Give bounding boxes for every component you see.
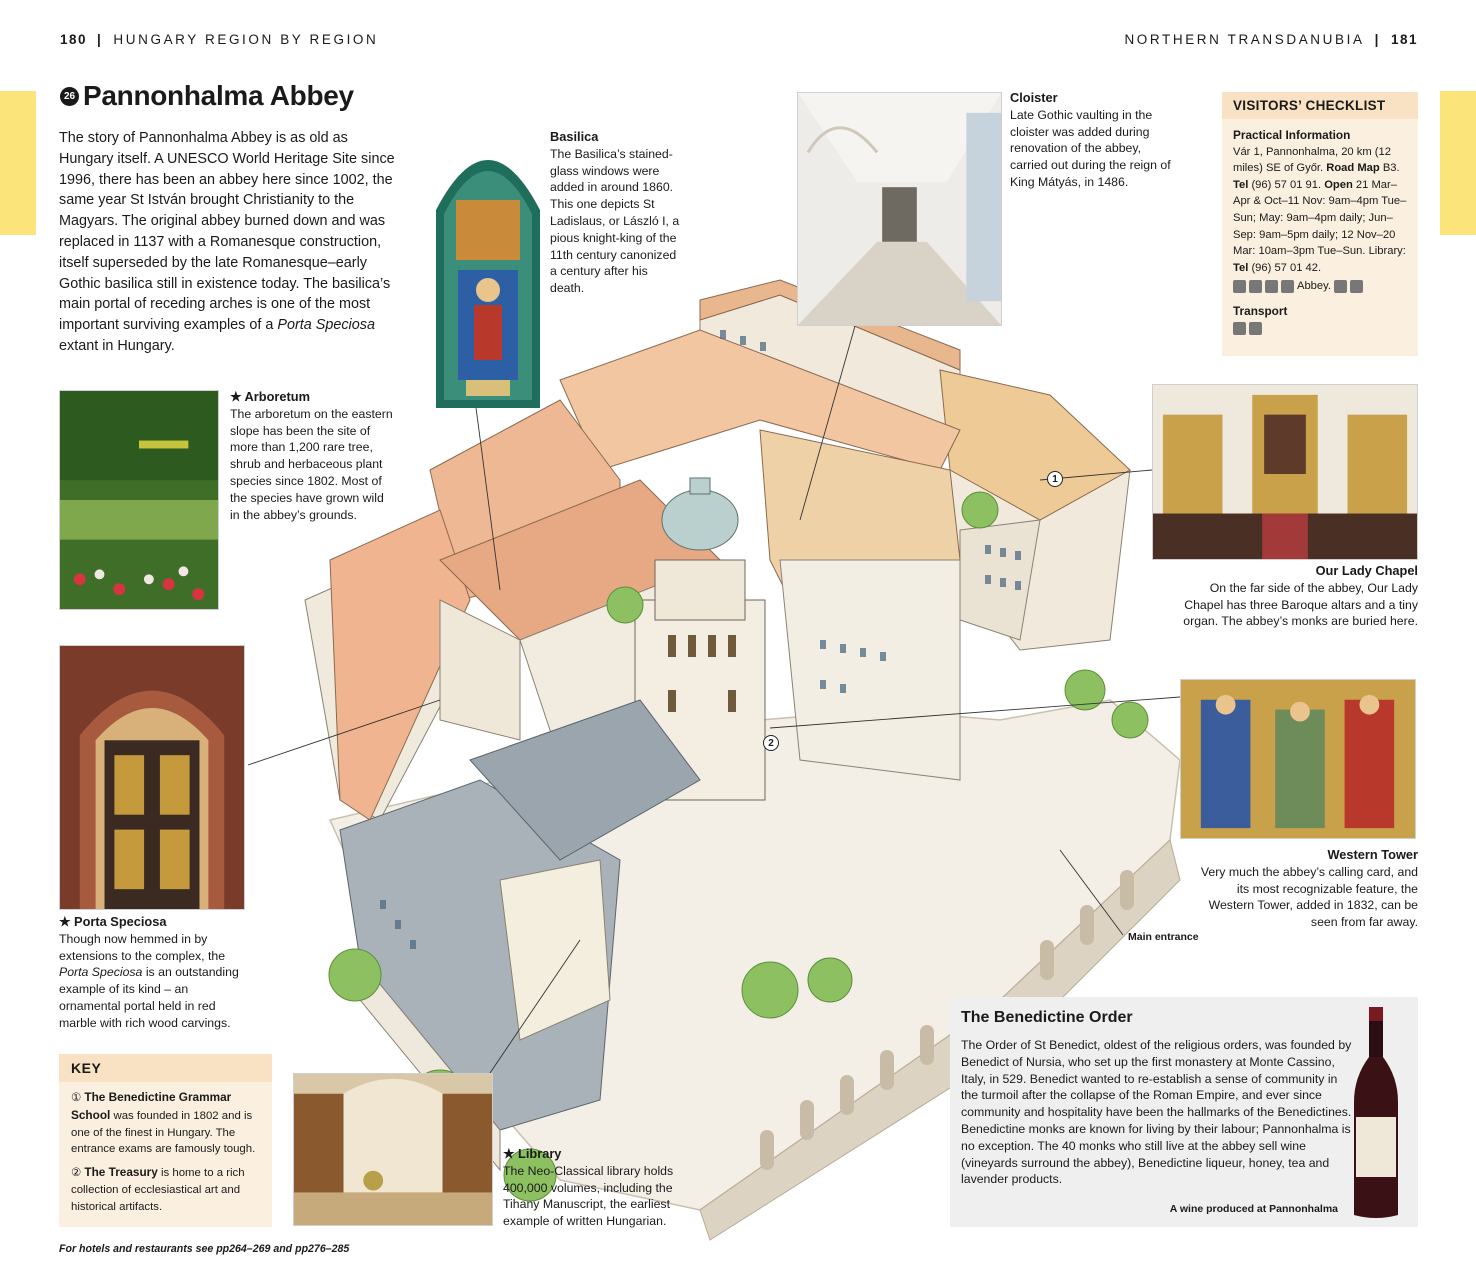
header-separator: | [1374, 32, 1381, 47]
transport-icons [1233, 321, 1407, 335]
benedictine-order-box: The Benedictine Order The Order of St Be… [950, 997, 1418, 1227]
caption-western-tower-text: Very much the abbey’s calling card, and … [1200, 864, 1418, 930]
checklist-address: Vár 1, Pannonhalma, 20 km (12 miles) SE … [1233, 145, 1391, 175]
road-map-value: B3. [1379, 162, 1400, 175]
practical-info-title: Practical Information [1233, 128, 1351, 142]
caption-porta-italic: Porta Speciosa [59, 965, 143, 980]
caption-library: ★ Library The Neo-Classical library hold… [503, 1146, 688, 1230]
key-box: KEY ① The Benedictine Grammar School was… [59, 1054, 272, 1227]
train-icon [1249, 321, 1262, 335]
intro-italic: Porta Speciosa [277, 317, 375, 334]
key-item-2-title: The Treasury [84, 1165, 158, 1180]
key-body: ① The Benedictine Grammar School was fou… [59, 1082, 272, 1229]
section-title-left: HUNGARY REGION BY REGION [113, 32, 379, 47]
key-item-1-title: The Benedictine Grammar School [71, 1090, 232, 1122]
audio-guide-icon [1265, 280, 1278, 294]
page-title: 26 Pannonhalma Abbey [60, 80, 354, 112]
caption-basilica-text: The Basilica’s stained-glass windows wer… [550, 146, 680, 296]
transport-title: Transport [1233, 303, 1288, 318]
caption-basilica: Basilica The Basilica’s stained-glass wi… [550, 129, 680, 297]
header-separator: | [97, 32, 104, 47]
road-map-label: Road Map [1326, 162, 1380, 175]
entry-number-badge: 26 [60, 86, 79, 106]
tel-value: (96) 57 01 91. [1248, 178, 1325, 191]
tel2-label: Tel [1233, 261, 1249, 274]
abbey-word: Abbey. [1297, 280, 1331, 293]
intro-text-2: extant in Hungary. [59, 337, 175, 354]
running-header-right: NORTHERN TRANSDANUBIA | 181 [1124, 32, 1418, 47]
map-marker-2: 2 [763, 735, 779, 751]
our-lady-chapel-photo [1152, 384, 1418, 560]
tel-label: Tel [1233, 178, 1249, 191]
benedictine-heading: The Benedictine Order [961, 1009, 1133, 1026]
photography-icon [1281, 280, 1294, 294]
caption-our-lady-text: On the far side of the abbey, Our Lady C… [1183, 580, 1418, 629]
facility-icons: Abbey. [1233, 278, 1407, 295]
caption-porta-speciosa: ★ Porta Speciosa Though now hemmed in by… [59, 914, 249, 1032]
caption-basilica-title: Basilica [550, 129, 599, 144]
cafe-icon [1350, 280, 1363, 294]
key-item-2-text: is home to a rich collection of ecclesia… [71, 1167, 245, 1213]
key-marker-1: ① [71, 1092, 82, 1104]
tel2-value: (96) 57 01 42. [1248, 261, 1322, 274]
open-value: 21 Mar–Apr & Oct–11 Nov: 9am–4pm Tue–Sun… [1233, 178, 1407, 258]
map-marker-1: 1 [1047, 471, 1063, 487]
left-thumb-tab [0, 91, 36, 235]
caption-arboretum-title: ★ Arboretum [230, 389, 310, 404]
wheelchair-icon [1249, 280, 1262, 294]
cloister-photo [797, 92, 1002, 326]
caption-western-tower-title: Western Tower [1327, 847, 1418, 862]
benedictine-text: The Order of St Benedict, oldest of the … [961, 1038, 1352, 1187]
page-number-right: 181 [1390, 32, 1418, 47]
stained-glass-photo [436, 130, 540, 408]
caption-porta-text-1: Though now hemmed in by extensions to th… [59, 931, 226, 963]
checklist-heading: VISITORS’ CHECKLIST [1222, 92, 1418, 119]
caption-our-lady-title: Our Lady Chapel [1315, 563, 1418, 578]
library-photo [293, 1073, 493, 1226]
caption-porta-text-2: is an outstanding example of its kind – … [59, 965, 239, 1030]
caption-our-lady-chapel: Our Lady Chapel On the far side of the a… [1172, 563, 1418, 630]
key-item-1: ① The Benedictine Grammar School was fou… [71, 1089, 260, 1158]
main-entrance-label: Main entrance [1128, 931, 1199, 943]
key-heading: KEY [59, 1054, 272, 1082]
caption-western-tower: Western Tower Very much the abbey’s call… [1200, 847, 1418, 931]
guided-tour-icon [1233, 280, 1246, 294]
visitors-checklist: VISITORS’ CHECKLIST Practical Informatio… [1222, 92, 1418, 356]
checklist-body: Practical Information Vár 1, Pannonhalma… [1222, 119, 1418, 343]
wine-bottle-image [1354, 1007, 1398, 1218]
key-marker-2: ② [71, 1167, 82, 1180]
key-item-1-text: was founded in 1802 and is one of the fi… [71, 1109, 256, 1156]
shop-icon [1334, 280, 1347, 294]
bus-icon [1233, 321, 1246, 335]
section-title-right: NORTHERN TRANSDANUBIA [1124, 32, 1365, 47]
porta-speciosa-photo [59, 645, 245, 910]
caption-library-text: The Neo-Classical library holds 400,000 … [503, 1163, 674, 1229]
page-number-left: 180 [60, 32, 88, 47]
title-text: Pannonhalma Abbey [83, 80, 354, 111]
key-item-2: ② The Treasury is home to a rich collect… [71, 1164, 260, 1215]
caption-cloister-text: Late Gothic vaulting in the cloister was… [1010, 107, 1171, 189]
running-header-left: 180 | HUNGARY REGION BY REGION [60, 32, 378, 47]
western-tower-mosaic-photo [1180, 679, 1416, 839]
caption-cloister: Cloister Late Gothic vaulting in the clo… [1010, 90, 1182, 191]
arboretum-photo [59, 390, 219, 610]
wine-caption: A wine produced at Pannonhalma [1169, 1203, 1338, 1215]
intro-text-1: The story of Pannonhalma Abbey is as old… [59, 130, 395, 334]
footer-note: For hotels and restaurants see pp264–269… [59, 1243, 350, 1255]
caption-cloister-title: Cloister [1010, 90, 1058, 105]
caption-porta-title: ★ Porta Speciosa [59, 914, 167, 929]
caption-arboretum-text: The arboretum on the eastern slope has b… [230, 406, 393, 522]
open-label: Open [1324, 178, 1353, 191]
intro-paragraph: The story of Pannonhalma Abbey is as old… [59, 128, 401, 357]
right-thumb-tab [1440, 91, 1476, 235]
caption-arboretum: ★ Arboretum The arboretum on the eastern… [230, 389, 395, 523]
caption-library-title: ★ Library [503, 1146, 562, 1161]
